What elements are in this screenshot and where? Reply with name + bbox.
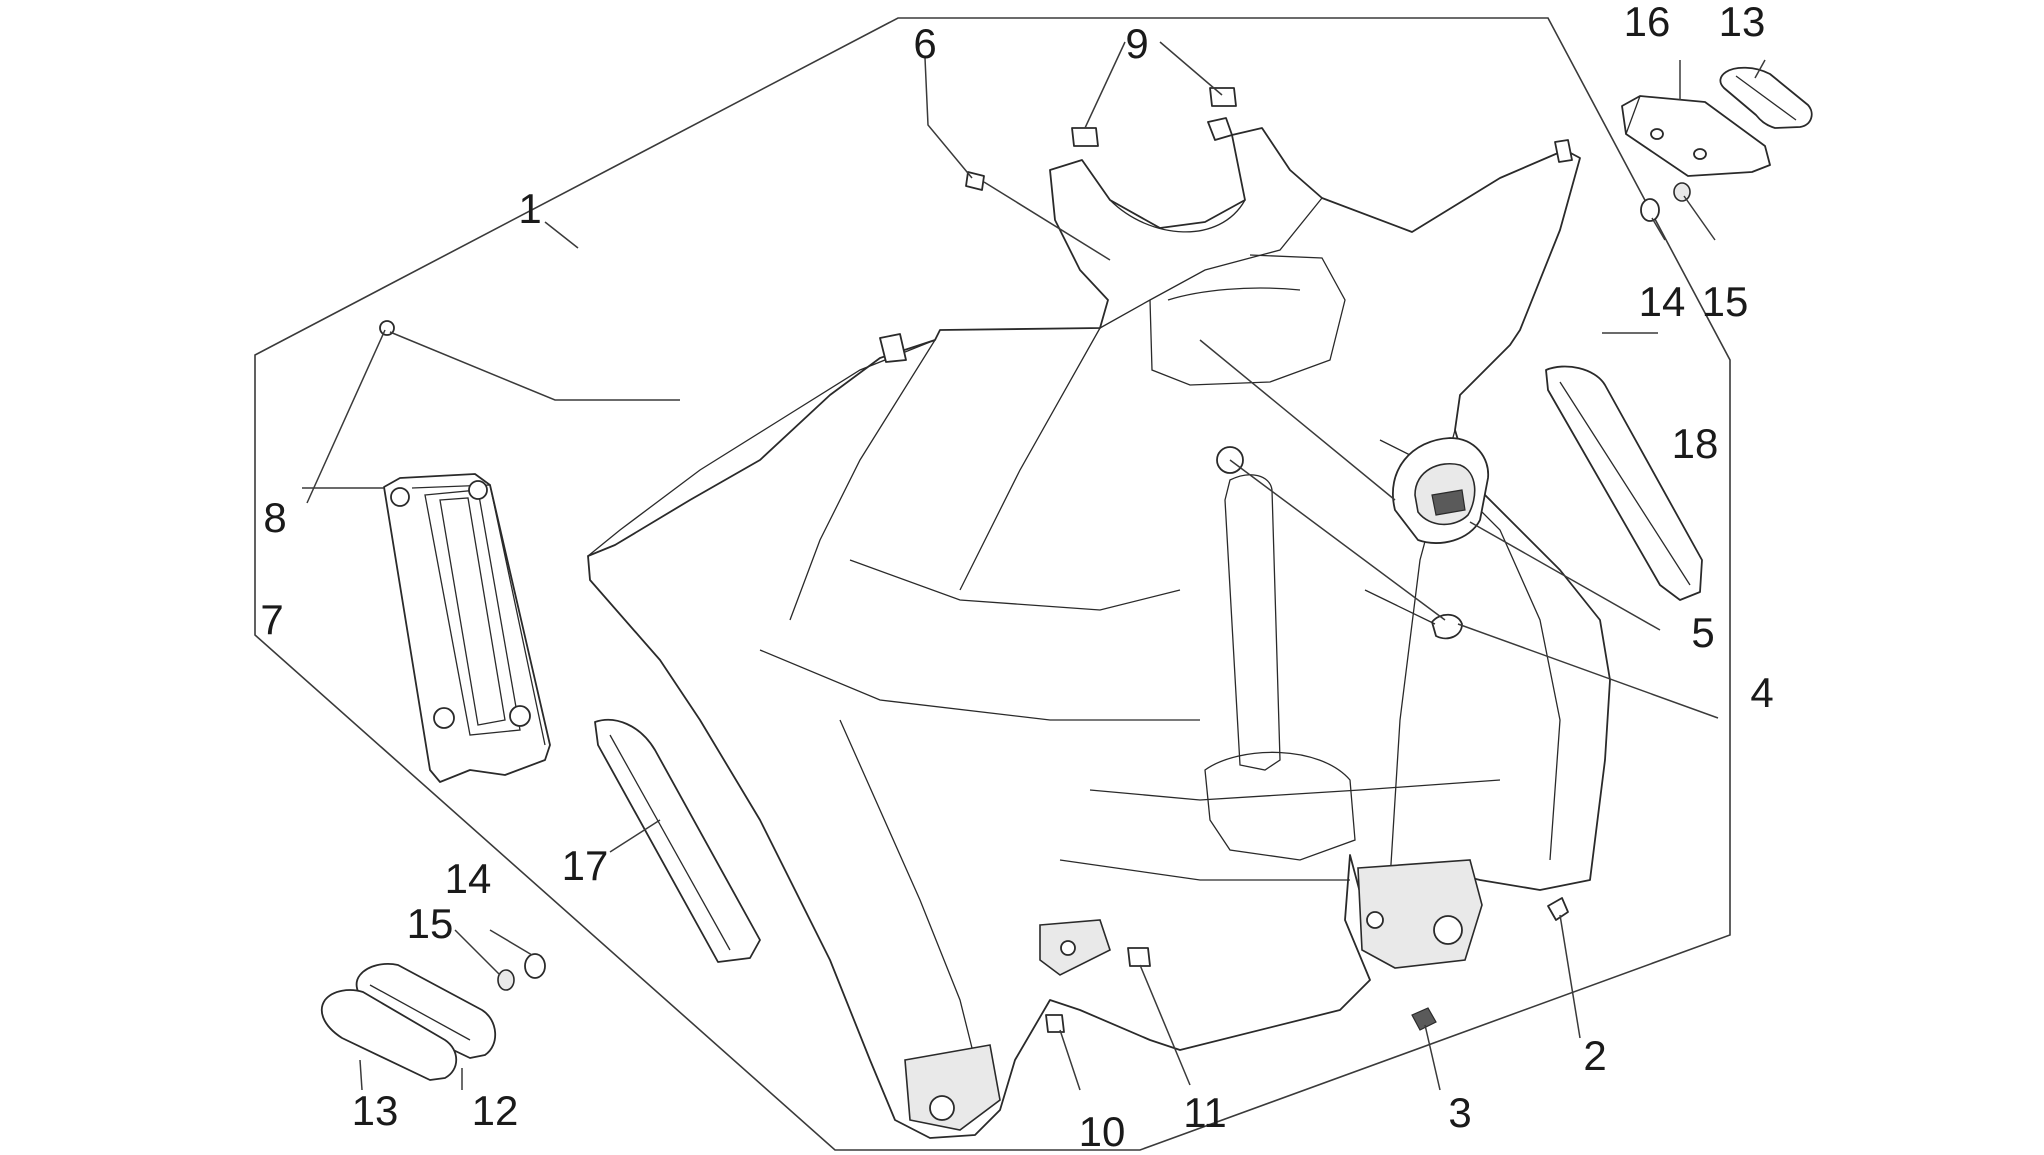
top-right-blocks	[1621, 66, 1813, 222]
front-shield-body	[587, 117, 1611, 1139]
rotary-knob	[1392, 437, 1489, 544]
right-trim-strip	[1545, 365, 1703, 601]
leader-lines	[302, 41, 1766, 1091]
assembly-frame	[254, 17, 1731, 1151]
callout-15a: 15	[1702, 278, 1749, 325]
callout-13b: 13	[352, 1087, 399, 1134]
callout-15b: 15	[407, 900, 454, 947]
callout-11: 11	[1183, 1089, 1227, 1136]
callout-2: 2	[1583, 1032, 1606, 1079]
callout-17: 17	[562, 842, 609, 889]
center-grille-panel	[383, 473, 551, 783]
callout-6: 6	[913, 20, 936, 67]
bottom-left-blocks	[320, 953, 546, 1081]
callout-14a: 14	[1639, 278, 1686, 325]
callout-3: 3	[1448, 1089, 1471, 1136]
callout-18: 18	[1672, 420, 1719, 467]
callout-9: 9	[1125, 20, 1148, 67]
left-trim-strip	[594, 718, 761, 963]
fasteners	[379, 87, 1569, 1033]
callout-12: 12	[472, 1087, 519, 1134]
callout-1: 1	[518, 185, 541, 232]
callout-5: 5	[1691, 609, 1714, 656]
callout-10: 10	[1079, 1108, 1126, 1155]
callouts: 1 2 3 4 5 6 7 8 9 10 11 12 13 13 14 14 1…	[260, 0, 1773, 1155]
callout-13a: 13	[1719, 0, 1766, 45]
callout-7: 7	[260, 596, 283, 643]
callout-14b: 14	[445, 855, 492, 902]
callout-8: 8	[263, 494, 286, 541]
callout-4: 4	[1750, 669, 1773, 716]
callout-16: 16	[1624, 0, 1671, 45]
